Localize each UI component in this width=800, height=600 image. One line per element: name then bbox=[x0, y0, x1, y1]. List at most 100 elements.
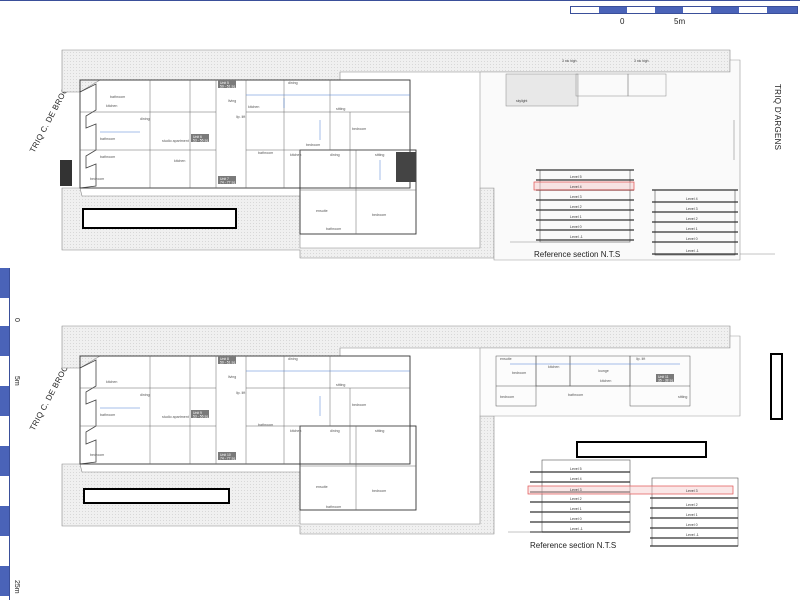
svg-text:bathroom: bathroom bbox=[100, 155, 115, 159]
svg-text:Level 1: Level 1 bbox=[686, 227, 698, 231]
svg-text:35 - 38 sq.m: 35 - 38 sq.m bbox=[658, 379, 677, 383]
svg-text:ensuite: ensuite bbox=[316, 209, 328, 213]
svg-text:dining: dining bbox=[140, 117, 150, 121]
svg-text:ensuite: ensuite bbox=[500, 357, 512, 361]
svg-text:dining: dining bbox=[288, 357, 298, 361]
svg-text:bathroom: bathroom bbox=[326, 227, 341, 231]
svg-text:kitchen: kitchen bbox=[248, 105, 259, 109]
svg-text:Level 3: Level 3 bbox=[570, 488, 582, 492]
svg-text:3 nic high: 3 nic high bbox=[562, 59, 577, 63]
svg-text:Unit 9: Unit 9 bbox=[193, 411, 202, 415]
svg-text:dining: dining bbox=[330, 429, 340, 433]
scale-bar bbox=[570, 6, 798, 14]
svg-text:Unit 7: Unit 7 bbox=[220, 177, 229, 181]
svg-text:Level 3: Level 3 bbox=[570, 195, 582, 199]
svg-text:living: living bbox=[228, 99, 236, 103]
svg-text:74 - 77 sq.m: 74 - 77 sq.m bbox=[220, 181, 239, 185]
svg-text:kitchen: kitchen bbox=[106, 104, 117, 108]
svg-text:sitting: sitting bbox=[375, 429, 384, 433]
svg-text:lip. lift: lip. lift bbox=[636, 357, 645, 361]
svg-text:bedroom: bedroom bbox=[512, 371, 526, 375]
svg-text:Level 1: Level 1 bbox=[570, 215, 582, 219]
ruler-label-twentyfive: 25m bbox=[13, 580, 20, 594]
svg-text:Level -1: Level -1 bbox=[686, 533, 699, 537]
svg-text:50 - 51 sq.m: 50 - 51 sq.m bbox=[220, 361, 239, 365]
svg-text:Level 0: Level 0 bbox=[686, 237, 698, 241]
svg-text:dining: dining bbox=[140, 393, 150, 397]
svg-text:kitchen: kitchen bbox=[600, 379, 611, 383]
redacted-block-top-left bbox=[82, 208, 237, 229]
svg-text:Level 1: Level 1 bbox=[686, 513, 698, 517]
bottom-floor-plan: kitchen dining bathroom studio apartment… bbox=[61, 325, 741, 535]
svg-text:Unit 6: Unit 6 bbox=[193, 135, 202, 139]
svg-text:bedroom: bedroom bbox=[90, 453, 104, 457]
svg-text:bedroom: bedroom bbox=[352, 127, 366, 131]
svg-text:Level 3: Level 3 bbox=[686, 489, 698, 493]
svg-text:dining: dining bbox=[288, 81, 298, 85]
svg-text:bathroom: bathroom bbox=[568, 393, 583, 397]
scale-label-zero: 0 bbox=[620, 17, 625, 26]
svg-text:bedroom: bedroom bbox=[352, 403, 366, 407]
svg-text:53 - 56 sq.m: 53 - 56 sq.m bbox=[193, 415, 212, 419]
svg-text:kitchen: kitchen bbox=[106, 380, 117, 384]
svg-text:skylight: skylight bbox=[516, 99, 527, 103]
svg-text:Unit 11: Unit 11 bbox=[658, 375, 669, 379]
svg-text:Level 3: Level 3 bbox=[686, 207, 698, 211]
scale-label-five: 5m bbox=[674, 17, 686, 26]
svg-text:Level 2: Level 2 bbox=[570, 205, 582, 209]
svg-text:3 nic high: 3 nic high bbox=[634, 59, 649, 63]
svg-text:ensuite: ensuite bbox=[316, 485, 328, 489]
svg-text:Level 4: Level 4 bbox=[570, 185, 582, 189]
left-ruler bbox=[0, 268, 10, 600]
svg-text:sitting: sitting bbox=[375, 153, 384, 157]
svg-text:Level -1: Level -1 bbox=[570, 235, 583, 239]
svg-text:bedroom: bedroom bbox=[500, 395, 514, 399]
svg-text:Level 2: Level 2 bbox=[686, 217, 698, 221]
svg-text:bathroom: bathroom bbox=[258, 151, 273, 155]
svg-text:Level 0: Level 0 bbox=[686, 523, 698, 527]
svg-text:kitchen: kitchen bbox=[174, 159, 185, 163]
svg-text:dining: dining bbox=[330, 153, 340, 157]
svg-text:bathroom: bathroom bbox=[110, 95, 125, 99]
svg-text:50 - 51 sq.m: 50 - 51 sq.m bbox=[220, 85, 239, 89]
top-frame-line bbox=[0, 0, 800, 9]
redacted-block-right-edge bbox=[770, 353, 783, 420]
section-title-top: Reference section N.T.S bbox=[534, 250, 621, 259]
svg-text:Unit 10: Unit 10 bbox=[220, 453, 231, 457]
svg-text:Level 0: Level 0 bbox=[570, 517, 582, 521]
svg-text:Level 5: Level 5 bbox=[570, 467, 582, 471]
svg-text:lip. lift: lip. lift bbox=[236, 115, 245, 119]
svg-text:kitchen: kitchen bbox=[290, 429, 301, 433]
svg-text:lounge: lounge bbox=[598, 369, 609, 373]
svg-text:53 - 56 sq.m: 53 - 56 sq.m bbox=[193, 139, 212, 143]
svg-text:Level -1: Level -1 bbox=[570, 527, 583, 531]
svg-text:lip. lift: lip. lift bbox=[236, 391, 245, 395]
redacted-block-bottom-right bbox=[576, 441, 707, 458]
redacted-block-bottom-left bbox=[83, 488, 230, 504]
svg-text:kitchen: kitchen bbox=[290, 153, 301, 157]
svg-text:Level 4: Level 4 bbox=[570, 477, 582, 481]
reference-section-bottom: Level 5 Level 4 Level 3 Level 2 Level 1 Lev… bbox=[508, 459, 739, 547]
svg-text:Unit 8: Unit 8 bbox=[220, 357, 229, 361]
unit-tag-top-1: Unit 5 bbox=[220, 81, 229, 85]
section-title-bottom: Reference section N.T.S bbox=[530, 541, 617, 550]
svg-text:sitting: sitting bbox=[678, 395, 687, 399]
svg-text:bedroom: bedroom bbox=[372, 489, 386, 493]
svg-text:bathroom: bathroom bbox=[326, 505, 341, 509]
svg-text:Level 4: Level 4 bbox=[686, 197, 698, 201]
svg-text:living: living bbox=[228, 375, 236, 379]
svg-text:bathroom: bathroom bbox=[100, 413, 115, 417]
svg-text:sitting: sitting bbox=[336, 107, 345, 111]
svg-text:Level 0: Level 0 bbox=[570, 225, 582, 229]
svg-text:studio apartment: studio apartment bbox=[162, 139, 189, 143]
svg-text:Level 2: Level 2 bbox=[570, 497, 582, 501]
svg-text:kitchen: kitchen bbox=[548, 365, 559, 369]
svg-text:bedroom: bedroom bbox=[306, 143, 320, 147]
svg-text:bedroom: bedroom bbox=[372, 213, 386, 217]
svg-text:bathroom: bathroom bbox=[258, 423, 273, 427]
svg-text:bedroom: bedroom bbox=[90, 177, 104, 181]
svg-text:studio apartment: studio apartment bbox=[162, 415, 189, 419]
svg-text:Level 1: Level 1 bbox=[570, 507, 582, 511]
svg-text:bathroom: bathroom bbox=[100, 137, 115, 141]
